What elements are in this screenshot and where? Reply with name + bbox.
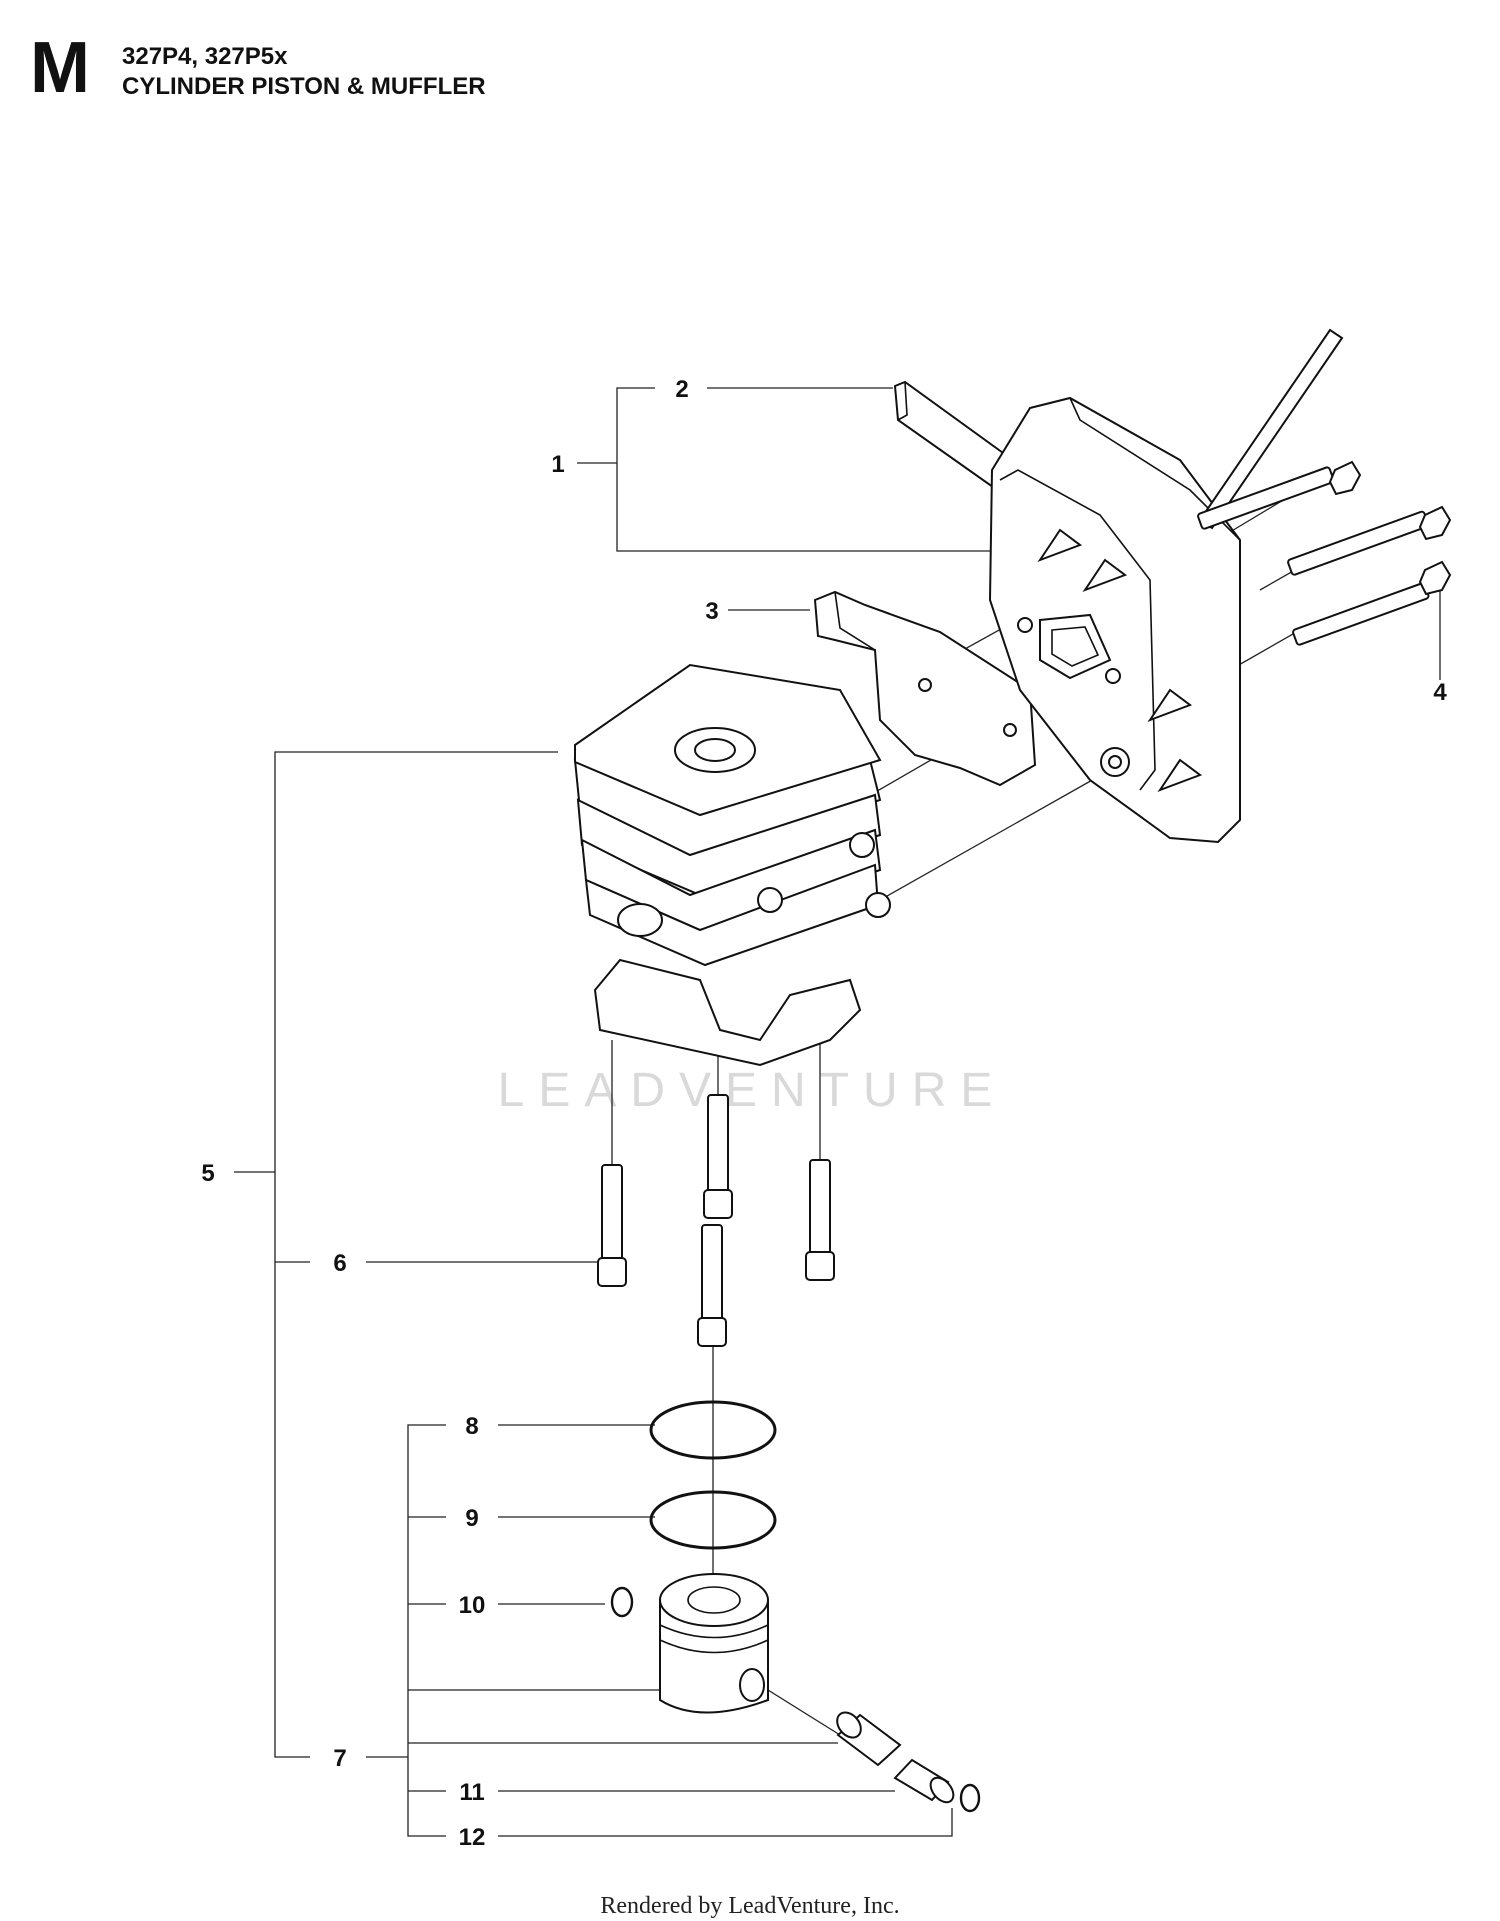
callout-1: 1: [551, 451, 564, 478]
cylinder-screw-4: [697, 1224, 727, 1347]
piston-ring-upper: [649, 1400, 777, 1460]
page-title: CYLINDER PISTON & MUFFLER: [122, 73, 486, 100]
callout-2: 2: [675, 376, 688, 403]
callout-8: 8: [465, 1413, 478, 1440]
callout-3: 3: [705, 598, 718, 625]
piston: [659, 1573, 769, 1714]
cylinder: [573, 663, 891, 1067]
cylinder-screw-1: [597, 1164, 627, 1287]
circlip-upper: [610, 1586, 634, 1618]
callout-5: 5: [201, 1160, 214, 1187]
muffler-bolt-2: [1287, 505, 1452, 576]
piston-pin: [836, 1711, 902, 1767]
watermark: LEADVENTURE: [498, 1064, 1007, 1117]
muffler-bolt-3: [1292, 560, 1452, 646]
needle-bearing: [893, 1758, 955, 1804]
callout-6: 6: [333, 1250, 346, 1277]
circlip-lower: [959, 1783, 981, 1813]
muffler-bolt-1: [1197, 460, 1362, 530]
callout-12: 12: [459, 1824, 486, 1851]
callout-4: 4: [1433, 679, 1447, 706]
callout-10: 10: [459, 1592, 486, 1619]
callout-7: 7: [333, 1745, 346, 1772]
piston-ring-lower: [649, 1490, 777, 1550]
cylinder-screw-3: [805, 1159, 835, 1281]
footer-credit: Rendered by LeadVenture, Inc.: [600, 1893, 900, 1919]
model-numbers: 327P4, 327P5x: [122, 43, 288, 70]
section-letter: M: [30, 28, 90, 108]
callout-11: 11: [459, 1779, 484, 1806]
page-header: 327P4, 327P5x CYLINDER PISTON & MUFFLER: [122, 42, 486, 102]
callout-9: 9: [465, 1505, 478, 1532]
cylinder-screw-2: [703, 1094, 733, 1219]
muffler: [988, 396, 1241, 844]
muffler-bracket: [813, 590, 1037, 787]
